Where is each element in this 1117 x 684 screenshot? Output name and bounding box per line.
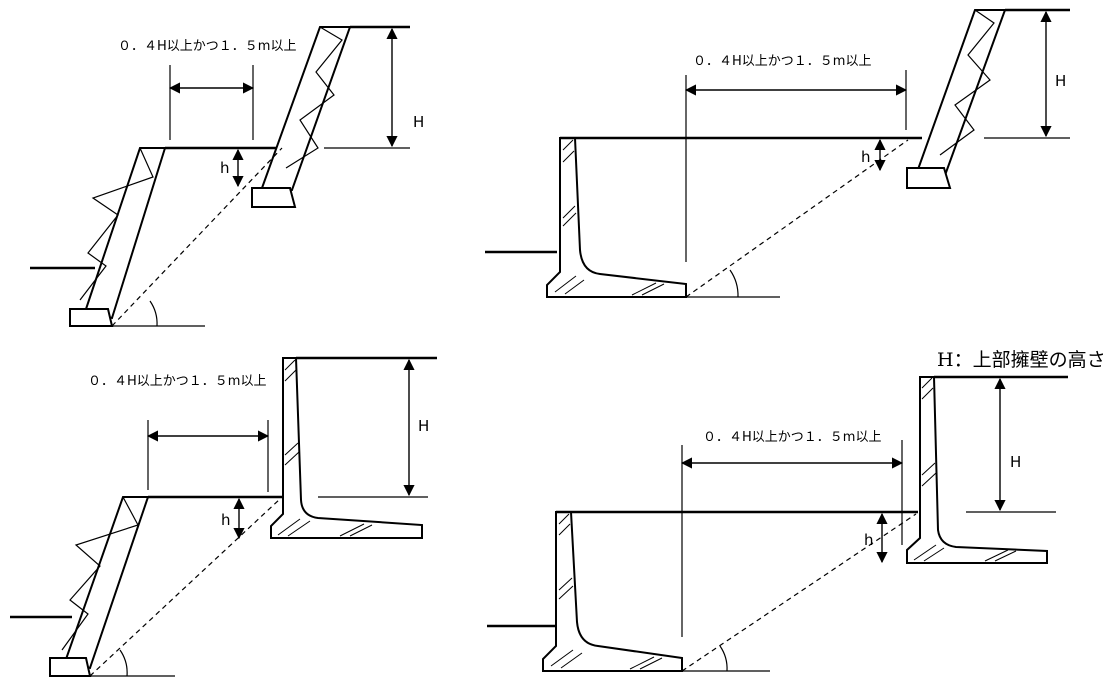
distance-label: ０．４H以上かつ１．５m以上	[703, 430, 881, 445]
upper-concrete-wall	[270, 357, 423, 539]
lower-concrete-wall	[546, 137, 687, 298]
lower-wall-footing	[69, 308, 114, 327]
height-H-label: H	[1010, 453, 1021, 471]
panel-bottom-right: ０．４H以上かつ１．５m以上 H h	[487, 375, 1068, 672]
upper-concrete-wall	[906, 376, 1048, 564]
distance-label: ０．４H以上かつ１．５m以上	[693, 54, 871, 69]
height-H-label: H	[418, 417, 429, 435]
upper-wall-footing	[251, 187, 297, 208]
height-h-label: h	[861, 148, 871, 166]
lower-masonry-wall	[63, 496, 150, 670]
lower-masonry-wall	[83, 147, 167, 320]
lower-wall-footing	[49, 657, 92, 677]
height-H-label: H	[413, 113, 424, 131]
distance-label: ０．４H以上かつ１．５m以上	[88, 374, 266, 389]
panel-top-right: ０．４H以上かつ１．５m以上 H h	[485, 8, 1070, 298]
legend-H-definition: H：上部擁壁の高さ	[937, 349, 1106, 371]
upper-wall-footing	[906, 167, 952, 189]
height-h-label: h	[221, 511, 231, 529]
panel-top-left: ０．４H以上かつ１．５m以上 H h	[30, 25, 424, 327]
height-H-label: H	[1055, 72, 1066, 90]
panel-bottom-left: ０．４H以上かつ１．５m以上 H h	[10, 356, 437, 677]
lower-concrete-wall	[542, 511, 683, 672]
height-h-label: h	[864, 531, 874, 549]
upper-masonry-wall	[914, 9, 1007, 180]
distance-label: ０．４H以上かつ１．５m以上	[118, 39, 296, 54]
height-h-label: h	[220, 159, 230, 177]
